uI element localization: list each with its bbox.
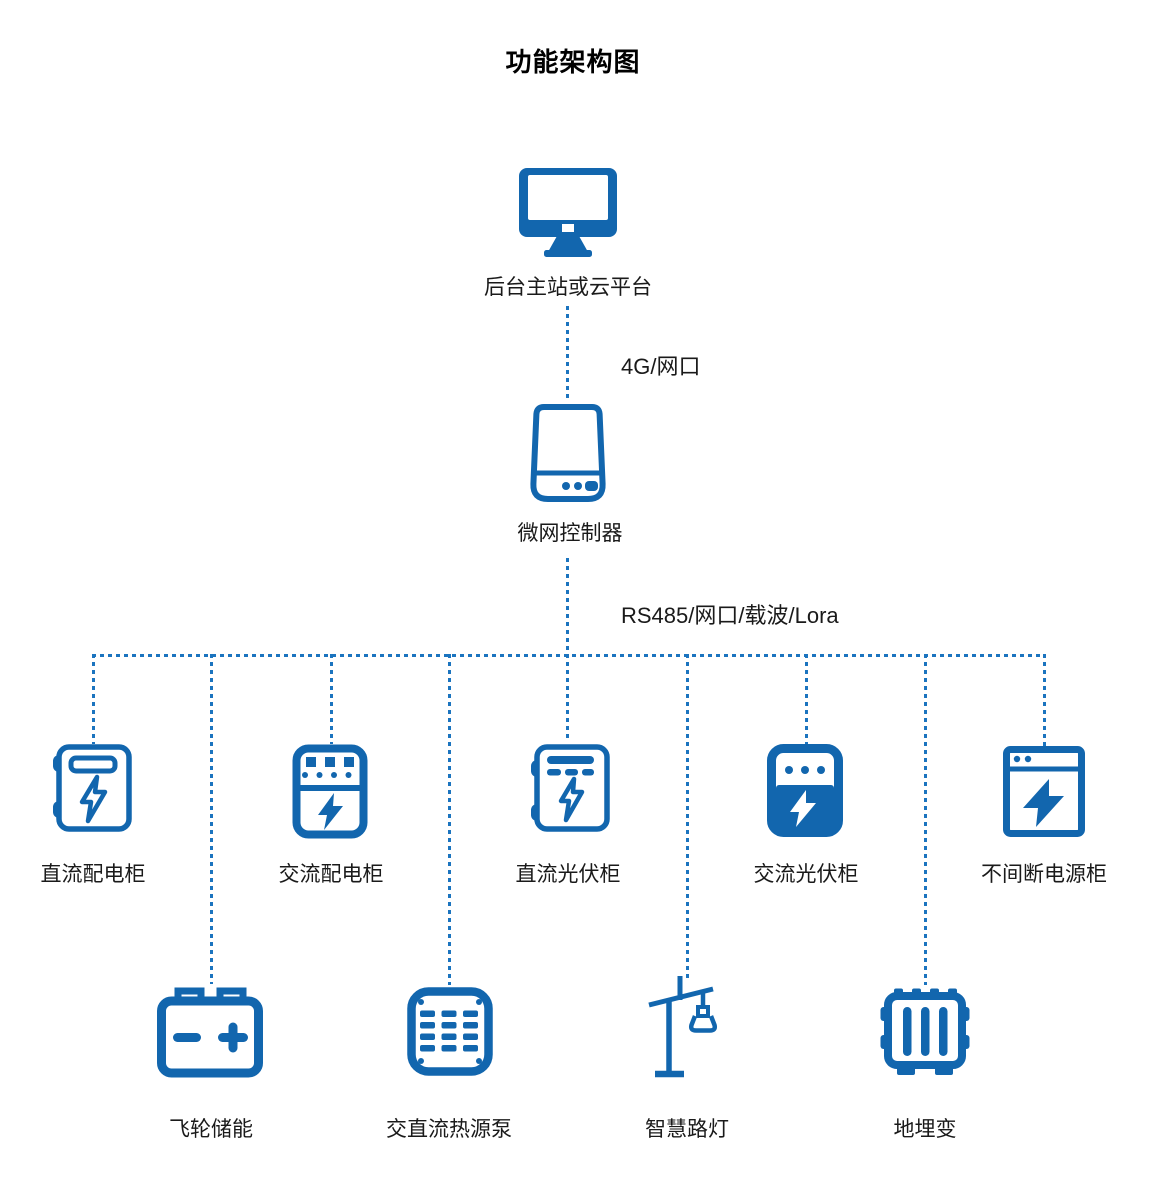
- root-label: 后台主站或云平台: [484, 276, 652, 299]
- device-label-dc-distribution: 直流配电柜: [40, 863, 146, 886]
- ups-cabinet-icon: [1003, 746, 1085, 837]
- ac-pv-cabinet-icon: [767, 744, 843, 837]
- street-lamp-icon: [646, 974, 720, 1078]
- device-label-ac-pv: 交流光伏柜: [753, 863, 859, 886]
- dc-distribution-cabinet-icon: [52, 744, 132, 832]
- controller-label: 微网控制器: [517, 522, 623, 545]
- drop-ups-line: [1042, 654, 1046, 746]
- link-cloud-controller-line: [566, 306, 569, 402]
- device-label-heat-pump: 交直流热源泵: [386, 1118, 512, 1141]
- ac-distribution-cabinet-icon: [292, 744, 368, 839]
- bus-line: [92, 654, 1045, 657]
- device-label-flywheel: 飞轮储能: [169, 1118, 253, 1141]
- link-bus-label: RS485/网口/载波/Lora: [621, 603, 839, 628]
- controller-icon: [530, 403, 606, 503]
- device-label-dc-pv: 直流光伏柜: [515, 863, 621, 886]
- heat-pump-icon: [407, 987, 493, 1076]
- device-label-transformer: 地埋变: [893, 1118, 957, 1141]
- drop-street-lamp-line: [685, 654, 689, 980]
- link-controller-bus-line: [566, 558, 569, 742]
- drop-ac-distribution-line: [329, 654, 333, 744]
- drop-flywheel-line: [209, 654, 213, 984]
- diagram-title: 功能架构图: [505, 47, 641, 77]
- link-cloud-controller-label: 4G/网口: [621, 354, 701, 379]
- drop-dc-distribution-line: [91, 654, 95, 744]
- flywheel-battery-icon: [157, 986, 263, 1078]
- drop-ac-pv-line: [804, 654, 808, 744]
- device-label-ups: 不间断电源柜: [981, 863, 1107, 886]
- monitor-icon: [518, 167, 618, 259]
- dc-pv-cabinet-icon: [530, 744, 610, 832]
- device-label-ac-distribution: 交流配电柜: [278, 863, 384, 886]
- buried-transformer-icon: [879, 987, 971, 1077]
- drop-transformer-line: [923, 654, 927, 985]
- device-label-street-lamp: 智慧路灯: [645, 1118, 729, 1141]
- drop-heat-pump-line: [447, 654, 451, 985]
